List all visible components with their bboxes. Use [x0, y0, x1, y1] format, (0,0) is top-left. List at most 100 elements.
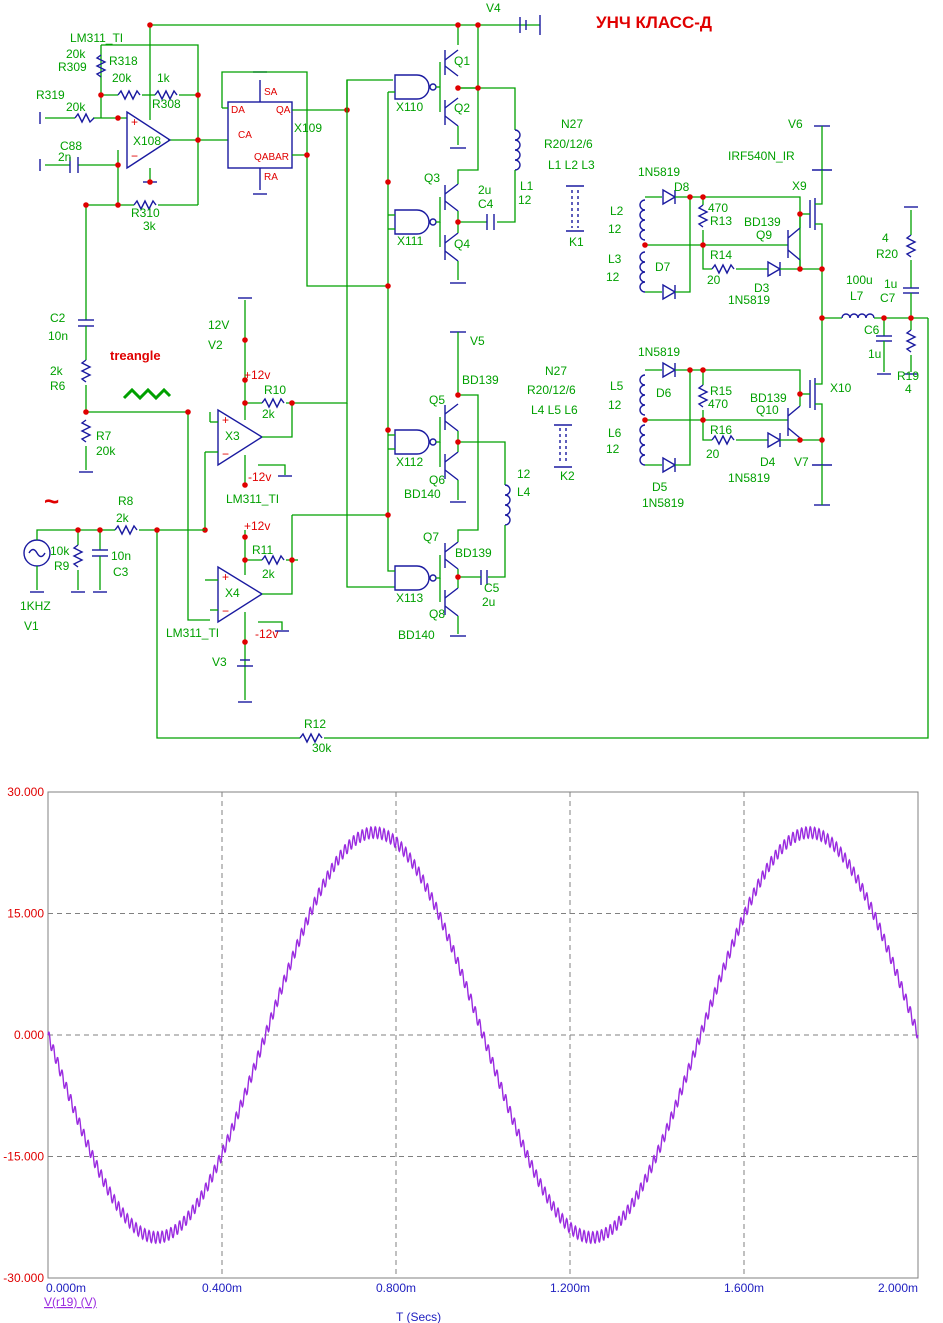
- label-q10: Q10: [756, 403, 779, 417]
- label-lm311-top: LM311_TI: [70, 31, 123, 45]
- label-v4: V4: [486, 1, 501, 15]
- label-k1: K1: [569, 235, 584, 249]
- label-l1-value: 12: [518, 193, 532, 207]
- label-core-k2: R20/12/6: [527, 383, 576, 397]
- label-c7-value: 1u: [884, 277, 897, 291]
- label-l5: L5: [610, 379, 624, 393]
- label-r16: R16: [710, 423, 732, 437]
- label-q2: Q2: [454, 101, 470, 115]
- label-qabar: QABAR: [254, 152, 289, 163]
- label-x110: X110: [396, 100, 423, 114]
- upper-driver-stage: [388, 15, 541, 284]
- label-r20-value: 4: [882, 231, 889, 245]
- label-c88-value: 2n: [58, 150, 71, 164]
- label-bd139-q7: BD139: [455, 546, 492, 560]
- label-x111: X111: [397, 234, 424, 248]
- x-axis-label: T (Secs): [396, 1310, 441, 1323]
- label-d4: D4: [760, 455, 776, 469]
- label-d3-type: 1N5819: [728, 293, 770, 307]
- label-x3: X3: [225, 429, 240, 443]
- label-core-k1: R20/12/6: [544, 137, 593, 151]
- label-l2: L2: [610, 204, 624, 218]
- triangle-comparators: + − + −: [78, 80, 388, 703]
- label-r12-value: 30k: [312, 741, 332, 755]
- y-tick-label: -30.000: [3, 1271, 44, 1285]
- label-bd140-q8: BD140: [398, 628, 435, 642]
- y-tick-label: 30.000: [7, 785, 44, 799]
- label-r10: R10: [264, 383, 286, 397]
- svg-text:−: −: [222, 447, 229, 461]
- label-d6: D6: [656, 386, 672, 400]
- label-l6: L6: [608, 426, 622, 440]
- label-r7: R7: [96, 429, 112, 443]
- label-r14-value: 20: [707, 273, 721, 287]
- label-r6: R6: [50, 379, 66, 393]
- label-v1: V1: [24, 619, 39, 633]
- label-q7: Q7: [423, 530, 439, 544]
- schematic-title: УНЧ КЛАСС-Д: [596, 13, 712, 32]
- label-x4: X4: [225, 586, 240, 600]
- label-d6-type: 1N5819: [638, 345, 680, 359]
- label-v7: V7: [794, 455, 809, 469]
- label-l4-value: 12: [517, 467, 531, 481]
- x-tick-label: 1.200m: [550, 1281, 590, 1295]
- label-qa: QA: [276, 105, 291, 116]
- label-q5: Q5: [429, 393, 445, 407]
- label-k2-windings: L4 L5 L6: [531, 403, 578, 417]
- oscillator-block: + −: [39, 22, 540, 320]
- label-r12: R12: [304, 717, 326, 731]
- label-bd139-q5: BD139: [462, 373, 499, 387]
- x-tick-label: 2.000m: [878, 1281, 918, 1295]
- transformer-k1-core: [566, 185, 584, 232]
- svg-text:+: +: [222, 570, 229, 584]
- label-plus12-x4: +12v: [244, 519, 270, 533]
- label-c3-value: 10n: [111, 549, 131, 563]
- label-r19: R19: [897, 369, 919, 383]
- svg-text:−: −: [222, 604, 229, 618]
- series-line-vr19: [47, 825, 919, 1245]
- label-c2-value: 10n: [48, 329, 68, 343]
- label-r19-value: 4: [905, 382, 912, 396]
- legend-series-label[interactable]: V(r19) (V): [44, 1295, 97, 1309]
- label-r8-value: 2k: [116, 511, 130, 525]
- label-l7: L7: [850, 289, 864, 303]
- svg-text:+: +: [222, 413, 229, 427]
- label-d5-type: 1N5819: [642, 496, 684, 510]
- label-x10: X10: [830, 381, 852, 395]
- label-q4: Q4: [454, 237, 470, 251]
- label-r20: R20: [876, 247, 898, 261]
- label-lm311-x4: LM311_TI: [166, 626, 219, 640]
- label-x108: X108: [133, 134, 161, 148]
- label-x109: X109: [294, 121, 322, 135]
- label-r319-value: 20k: [66, 100, 86, 114]
- label-x9: X9: [792, 179, 807, 193]
- label-x112: X112: [396, 455, 423, 469]
- label-q1: Q1: [454, 54, 470, 68]
- label-r13: R13: [710, 214, 732, 228]
- label-r13-value: 470: [708, 201, 728, 215]
- label-q6: Q6: [429, 473, 445, 487]
- label-r6-value: 2k: [50, 364, 64, 378]
- label-d8-type: 1N5819: [638, 165, 680, 179]
- x-tick-label: 0.800m: [376, 1281, 416, 1295]
- label-v3: V3: [212, 655, 227, 669]
- label-r10-value: 2k: [262, 407, 276, 421]
- lower-driver-stage: [346, 92, 511, 637]
- label-c6-value: 1u: [868, 347, 881, 361]
- input-source: [23, 318, 929, 744]
- label-r9: R9: [54, 559, 70, 573]
- label-c6: C6: [864, 323, 880, 337]
- label-d4-type: 1N5819: [728, 471, 770, 485]
- label-d8: D8: [674, 180, 690, 194]
- sine-symbol: ~: [44, 486, 59, 516]
- label-minus12-x3: -12v: [248, 470, 271, 484]
- label-lm311-x3: LM311_TI: [226, 492, 279, 506]
- label-minus12-x4: -12v: [255, 627, 278, 641]
- label-l1: L1: [520, 179, 534, 193]
- label-l6-value: 12: [606, 442, 620, 456]
- label-l3-value: 12: [606, 270, 620, 284]
- label-n27-k2: N27: [545, 364, 567, 378]
- label-ra: RA: [264, 172, 278, 183]
